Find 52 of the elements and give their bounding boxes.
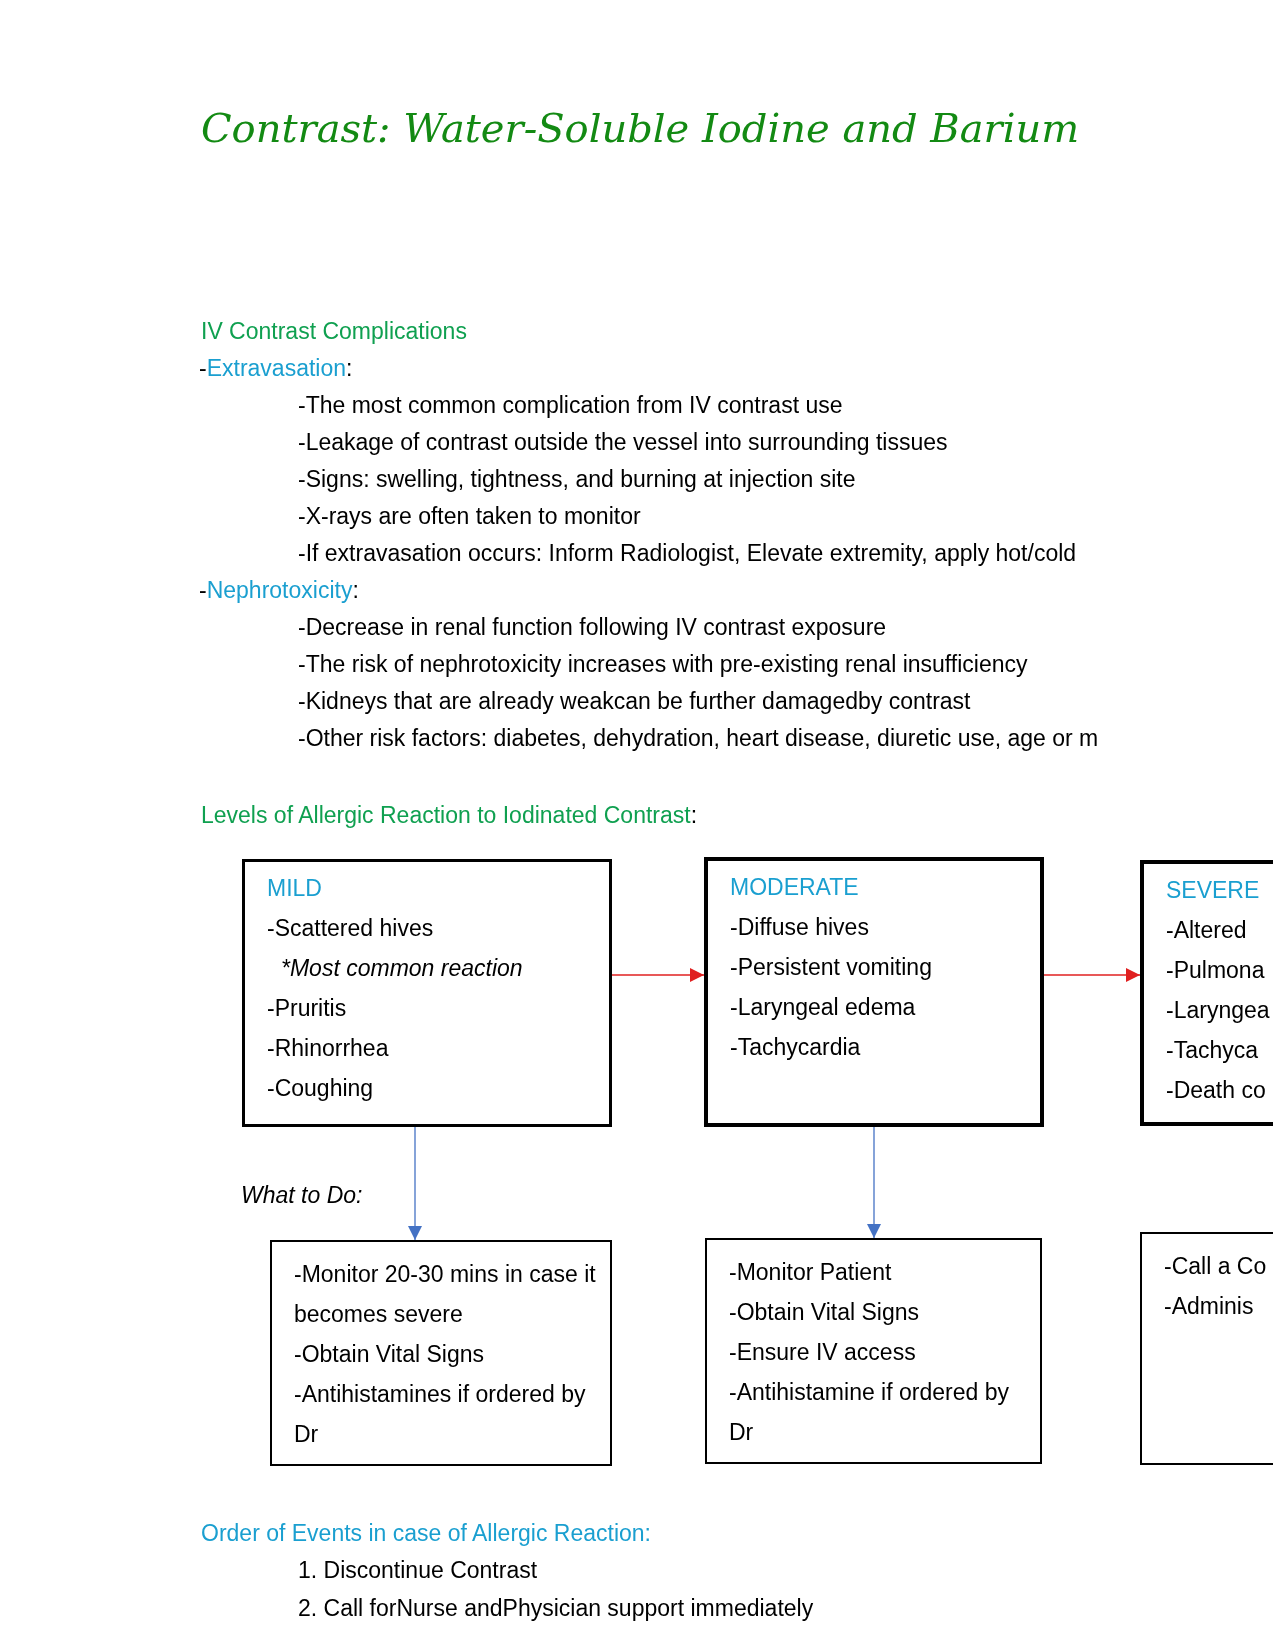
body-text: -Leakage of contrast outside the vessel into surrounding tissues <box>298 428 948 457</box>
box-text: -Scattered hives <box>267 914 434 943</box>
box-text: -Diffuse hives <box>730 913 869 942</box>
box-text: -Altered <box>1166 916 1247 945</box>
arrow <box>611 968 705 982</box>
body-text: -Other risk factors: diabetes, dehydration, heart disease, diuretic use, age or m <box>298 724 1099 753</box>
process-box <box>242 859 612 1127</box>
arrow <box>1043 968 1141 982</box>
box-text: -Tachycardia <box>730 1033 861 1062</box>
body-text: 2. Call forNurse andPhysician support immediately <box>298 1594 814 1623</box>
box-text: -Call a Co <box>1164 1252 1267 1281</box>
box-text: -Antihistamine if ordered by Dr <box>729 1378 1010 1447</box>
box-text: -Monitor Patient <box>729 1258 892 1287</box>
body-text: -X-rays are often taken to monitor <box>298 502 641 531</box>
box-text: -Monitor 20-30 mins in case it becomes severe <box>294 1260 596 1329</box>
box-text: -Antihistamines if ordered by Dr <box>294 1380 587 1449</box>
body-text: -Decrease in renal function following IV contrast exposure <box>298 613 887 642</box>
process-box <box>270 1240 612 1466</box>
box-text: -Obtain Vital Signs <box>729 1298 920 1327</box>
box-text: *Most common reaction <box>280 954 523 983</box>
note-text: What to Do: <box>241 1181 363 1210</box>
box-text: -Pulmona <box>1166 956 1265 985</box>
body-text: -Kidneys that are already weakcan be further damagedby contrast <box>298 687 971 716</box>
arrow <box>408 1126 422 1241</box>
box-heading: SEVERE <box>1166 876 1260 905</box>
section-heading: Order of Events in case of Allergic Reaction: <box>201 1519 651 1548</box>
box-text: -Death co <box>1166 1076 1266 1105</box>
section-heading: -Extravasation: <box>199 354 353 383</box>
body-text: -The risk of nephrotoxicity increases with pre-existing renal insufficiency <box>298 650 1028 679</box>
body-text: 1. Discontinue Contrast <box>298 1556 538 1585</box>
box-heading: MILD <box>267 874 322 903</box>
box-text: -Persistent vomiting <box>730 953 932 982</box>
box-text: -Ensure IV access <box>729 1338 916 1367</box>
box-text: -Obtain Vital Signs <box>294 1340 485 1369</box>
section-heading: Levels of Allergic Reaction to Iodinated Contrast: <box>201 801 698 830</box>
section-heading: -Nephrotoxicity: <box>199 576 359 605</box>
body-text: -If extravasation occurs: Inform Radiologist, Elevate extremity, apply hot/cold <box>298 539 1077 568</box>
body-text: -Signs: swelling, tightness, and burning at injection site <box>298 465 856 494</box>
box-heading: MODERATE <box>730 873 859 902</box>
box-text: -Rhinorrhea <box>267 1034 389 1063</box>
process-box <box>705 1238 1042 1464</box>
box-text: -Laryngeal edema <box>730 993 916 1022</box>
section-heading: IV Contrast Complications <box>201 317 467 346</box>
arrow <box>867 1126 881 1239</box>
box-text: -Pruritis <box>267 994 347 1023</box>
box-text: -Coughing <box>267 1074 374 1103</box>
process-box <box>704 857 1044 1127</box>
box-text: -Tachyca <box>1166 1036 1259 1065</box>
page-title: Contrast: Water-Soluble Iodine and Barium <box>201 105 1080 151</box>
box-text: -Laryngea <box>1166 996 1270 1025</box>
box-text: -Adminis <box>1164 1292 1254 1321</box>
body-text: -The most common complication from IV contrast use <box>298 391 843 420</box>
